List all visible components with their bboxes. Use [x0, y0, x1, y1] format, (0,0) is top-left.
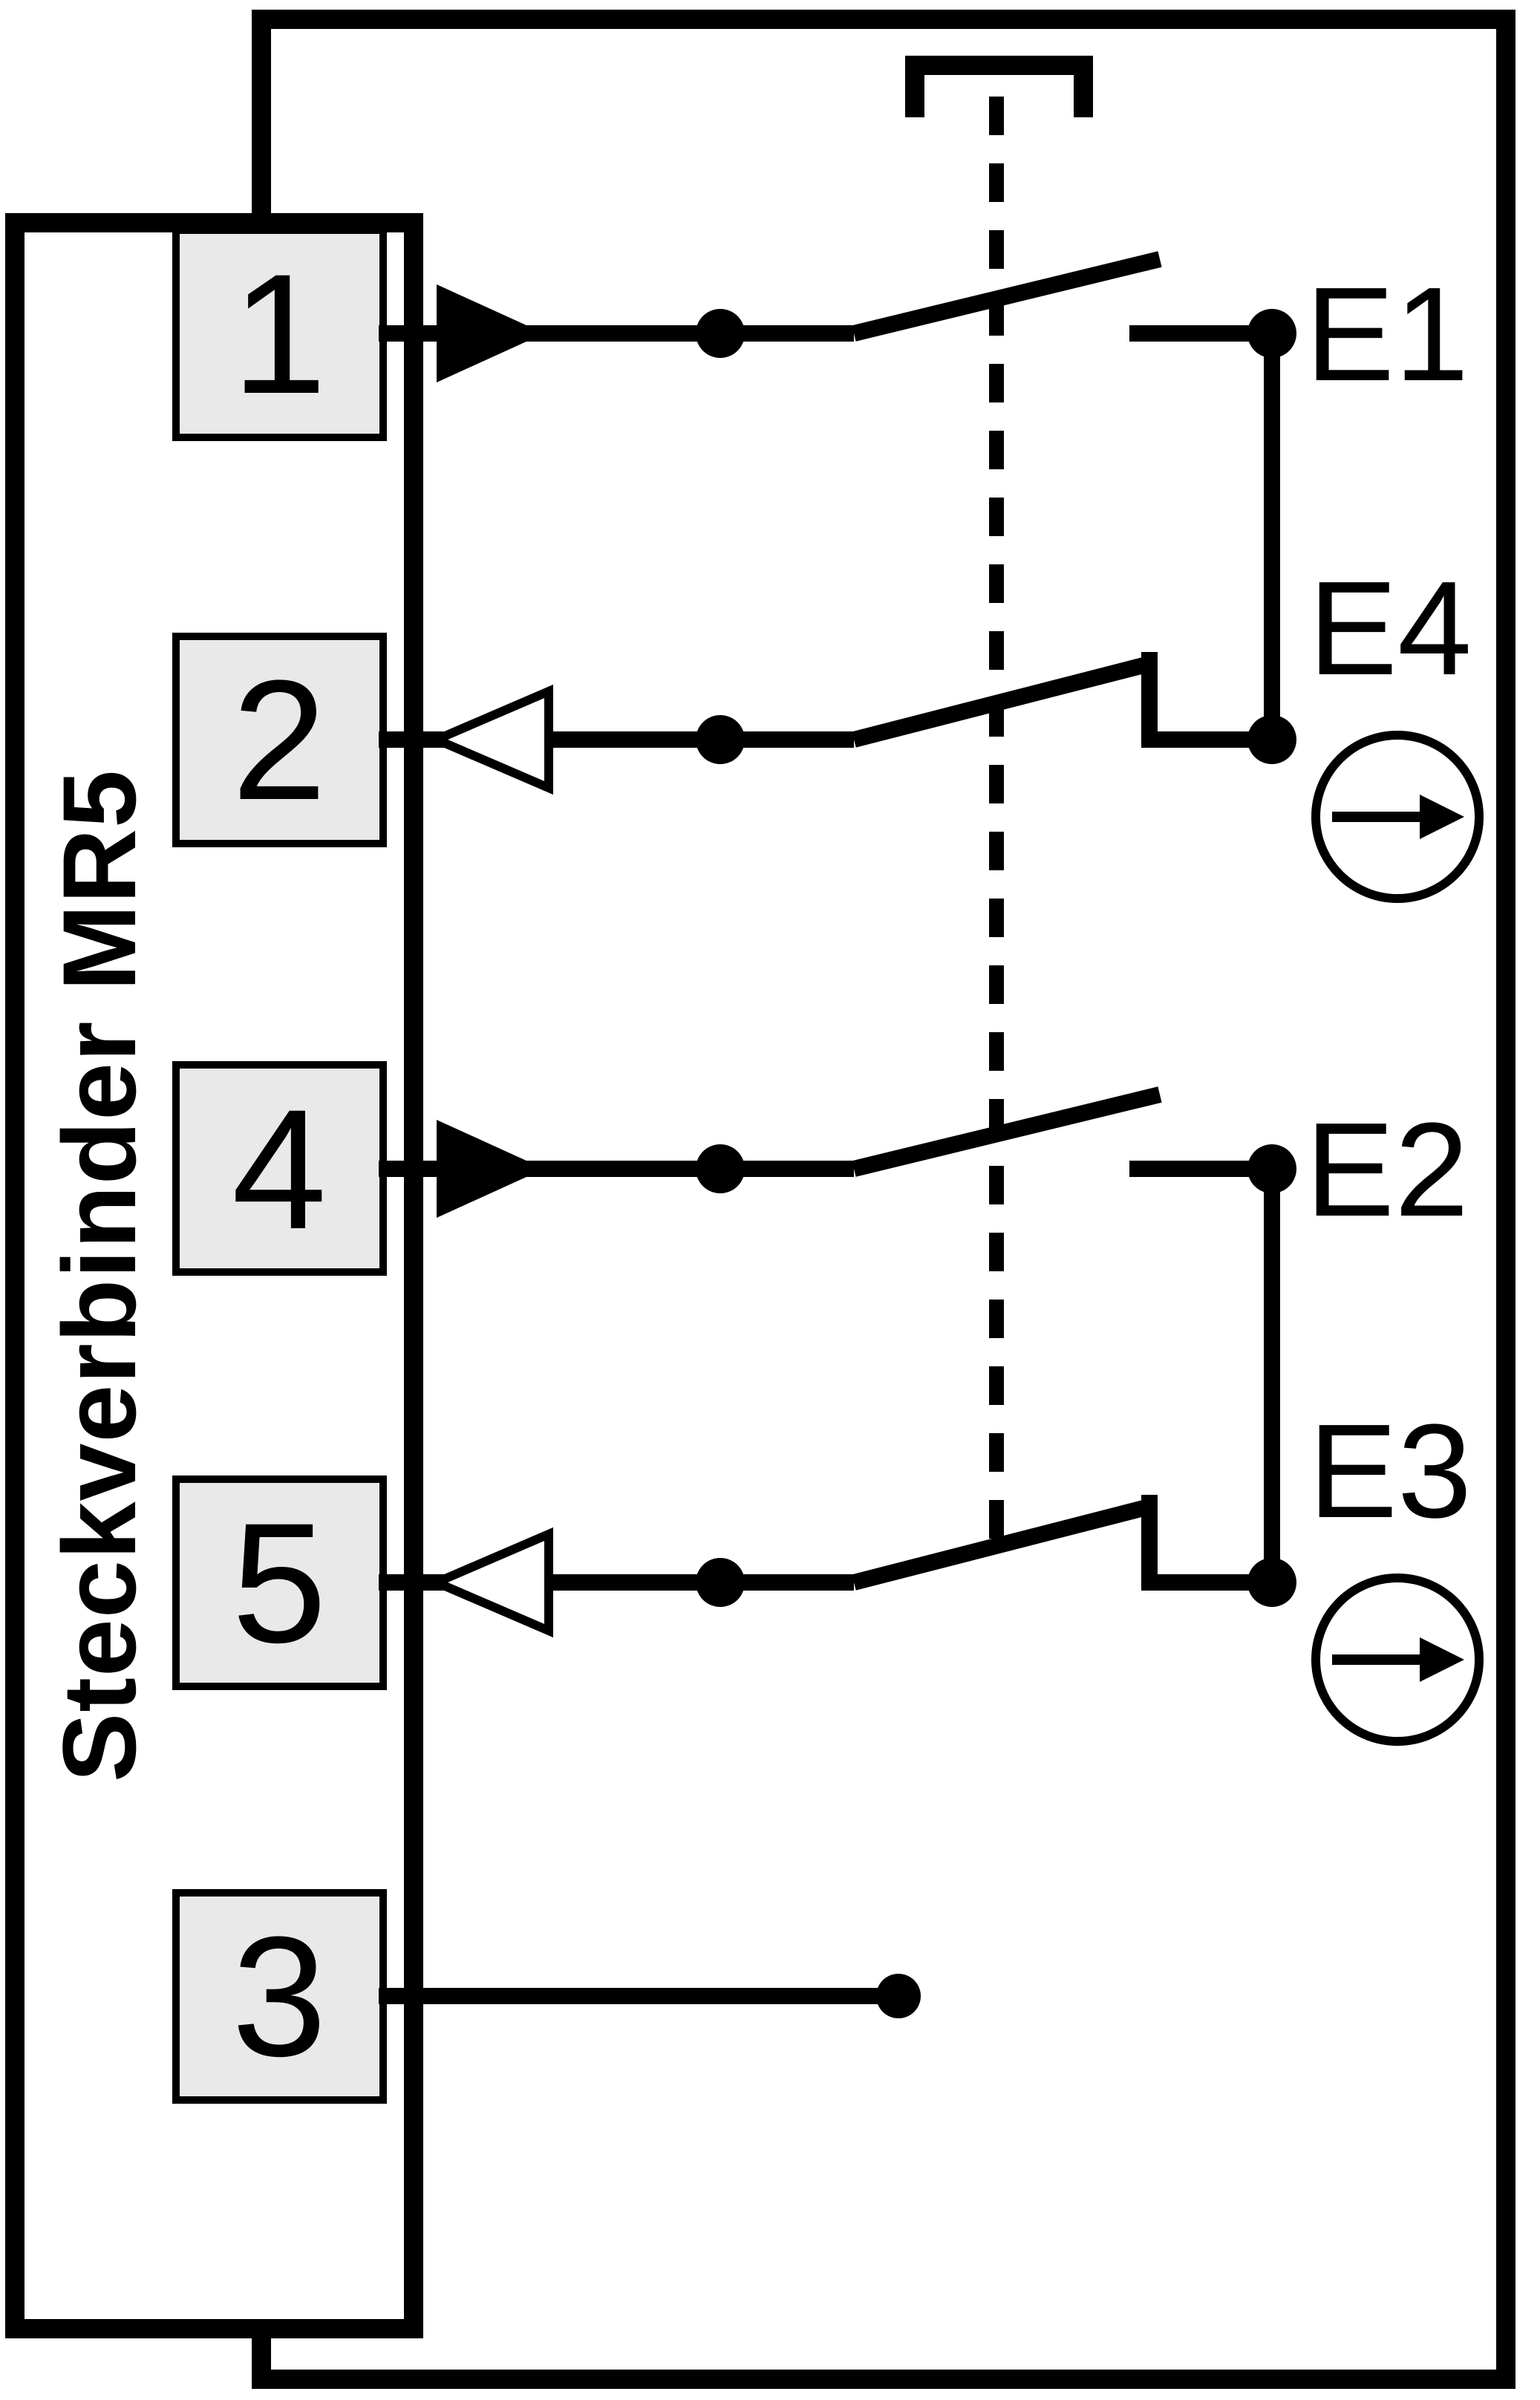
- node-dot-e3: [1247, 1558, 1296, 1607]
- end-dot-pin3: [876, 1974, 921, 2018]
- connector-label: Steckverbinder MR5: [41, 769, 157, 1782]
- pin-box-4: [172, 1061, 387, 1276]
- pin-number-3: 3: [232, 1901, 327, 2092]
- switch-blade-e2: [852, 1086, 1162, 1177]
- junction-dot-row1: [696, 309, 745, 358]
- output-source-arrow-head-e4: [1420, 795, 1464, 839]
- switch-blade-e1: [852, 251, 1162, 342]
- pin-number-1: 1: [232, 238, 327, 429]
- junction-dot-row4: [696, 1558, 745, 1607]
- pin-box-3: [172, 1889, 387, 2104]
- junction-dot-row3: [696, 1144, 745, 1193]
- node-dot-e4: [1247, 715, 1296, 764]
- signal-in-arrow-icon-e1: [437, 284, 544, 382]
- pin-number-5: 5: [232, 1487, 327, 1678]
- signal-label-e1: E1: [1305, 260, 1469, 409]
- pin-number-2: 2: [232, 645, 327, 835]
- signal-out-arrow-icon-e3: [425, 1527, 553, 1638]
- junction-dot-row2: [696, 715, 745, 764]
- actuator-bracket: [905, 56, 1093, 117]
- switch-blade-e3: [852, 1499, 1152, 1591]
- signal-out-arrow-icon-e4: [425, 684, 553, 795]
- output-source-arrow-head-e3: [1420, 1637, 1464, 1682]
- pin-box-1: [172, 226, 387, 441]
- pin-number-4: 4: [232, 1074, 327, 1265]
- signal-label-e3: E3: [1308, 1397, 1472, 1546]
- signal-label-e4: E4: [1308, 554, 1472, 703]
- signal-in-arrow-icon-e2: [437, 1120, 544, 1218]
- signal-label-e2: E2: [1305, 1095, 1469, 1245]
- pin-box-5: [172, 1475, 387, 1690]
